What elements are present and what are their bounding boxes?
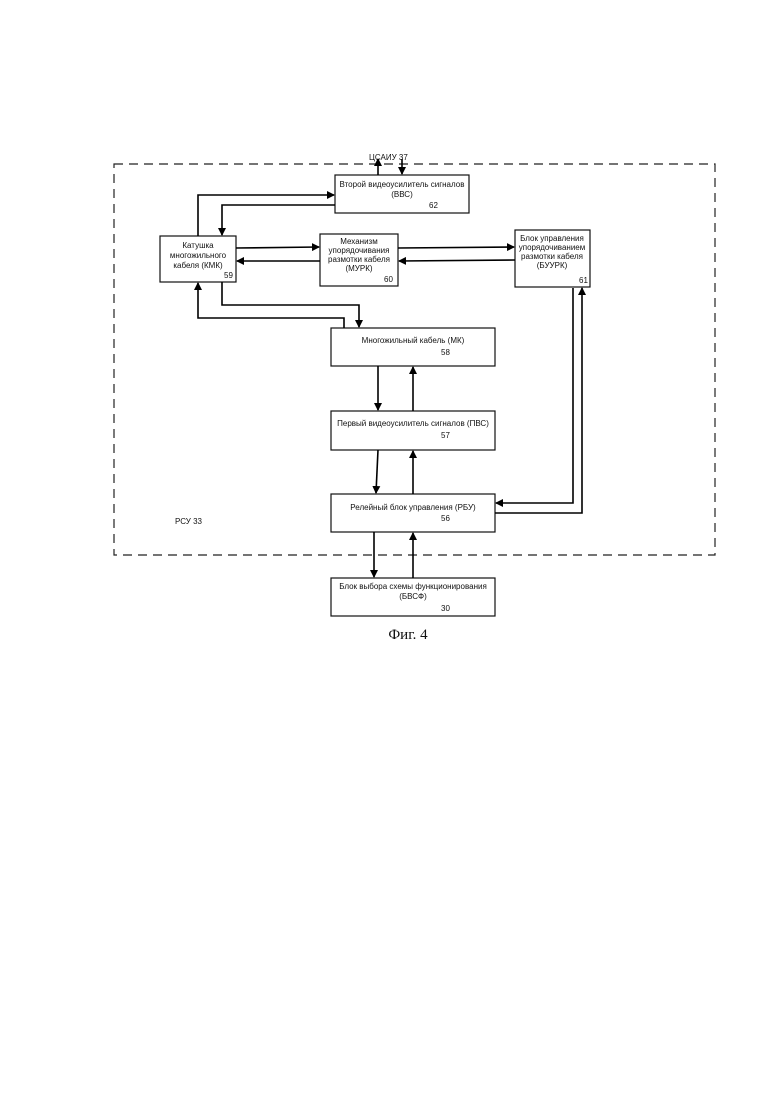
block-buurk-number: 61	[579, 276, 588, 285]
block-vvs-number: 62	[429, 201, 438, 210]
block-murk-line-3: размотки кабеля	[328, 255, 390, 264]
arrow-rbu-to-buurk	[495, 288, 582, 513]
block-mk-line-1: Многожильный кабель (МК)	[362, 336, 465, 345]
block-rbu-number: 56	[441, 514, 450, 523]
block-rbu-line-1: Релейный блок управления (РБУ)	[350, 503, 476, 512]
block-mk: Многожильный кабель (МК) 58	[331, 328, 495, 366]
block-kmk-line-2: многожильного	[170, 251, 227, 260]
block-bvsf-number: 30	[441, 604, 450, 613]
block-murk-line-2: упорядочивания	[329, 246, 390, 255]
block-pvs-line-1: Первый видеоусилитель сигналов (ПВС)	[337, 419, 489, 428]
arrow-kmk-to-mk	[222, 282, 359, 327]
block-kmk-line-1: Катушка	[182, 241, 214, 250]
arrow-buurk-to-murk	[399, 260, 515, 261]
block-bvsf-line-2: (БВСФ)	[399, 592, 427, 601]
block-kmk: Катушка многожильного кабеля (КМК) 59	[160, 236, 236, 282]
block-vvs: Второй видеоусилитель сигналов (ВВС) 62	[335, 175, 469, 213]
block-pvs-number: 57	[441, 431, 450, 440]
block-bvsf: Блок выбора схемы функционирования (БВСФ…	[331, 578, 495, 616]
block-vvs-line-1: Второй видеоусилитель сигналов	[340, 180, 465, 189]
block-kmk-number: 59	[224, 271, 233, 280]
block-murk-number: 60	[384, 275, 393, 284]
block-murk: Механизм упорядочивания размотки кабеля …	[320, 234, 398, 286]
block-buurk-line-3: размотки кабеля	[521, 252, 583, 261]
block-vvs-line-2: (ВВС)	[391, 190, 413, 199]
block-bvsf-line-1: Блок выбора схемы функционирования	[339, 582, 487, 591]
block-pvs: Первый видеоусилитель сигналов (ПВС) 57	[331, 411, 495, 450]
block-murk-line-4: (МУРК)	[345, 264, 372, 273]
block-buurk: Блок управления упорядочиванием размотки…	[515, 230, 590, 287]
block-buurk-line-2: упорядочиванием	[519, 243, 586, 252]
block-buurk-line-4: (БУУРК)	[537, 261, 568, 270]
arrow-buurk-to-rbu	[496, 288, 573, 503]
block-mk-number: 58	[441, 348, 450, 357]
arrow-kmk-to-vvs	[198, 195, 334, 236]
region-label: РСУ 33	[175, 517, 203, 526]
arrow-pvs-to-rbu	[376, 450, 378, 493]
block-kmk-line-3: кабеля (КМК)	[173, 261, 223, 270]
arrow-vvs-to-kmk	[222, 205, 335, 235]
arrow-kmk-to-murk	[236, 247, 319, 248]
arrow-murk-to-buurk	[398, 247, 514, 248]
figure-caption: Фиг. 4	[388, 627, 428, 643]
block-buurk-line-1: Блок управления	[520, 234, 584, 243]
block-rbu: Релейный блок управления (РБУ) 56	[331, 494, 495, 532]
block-murk-line-1: Механизм	[340, 237, 377, 246]
